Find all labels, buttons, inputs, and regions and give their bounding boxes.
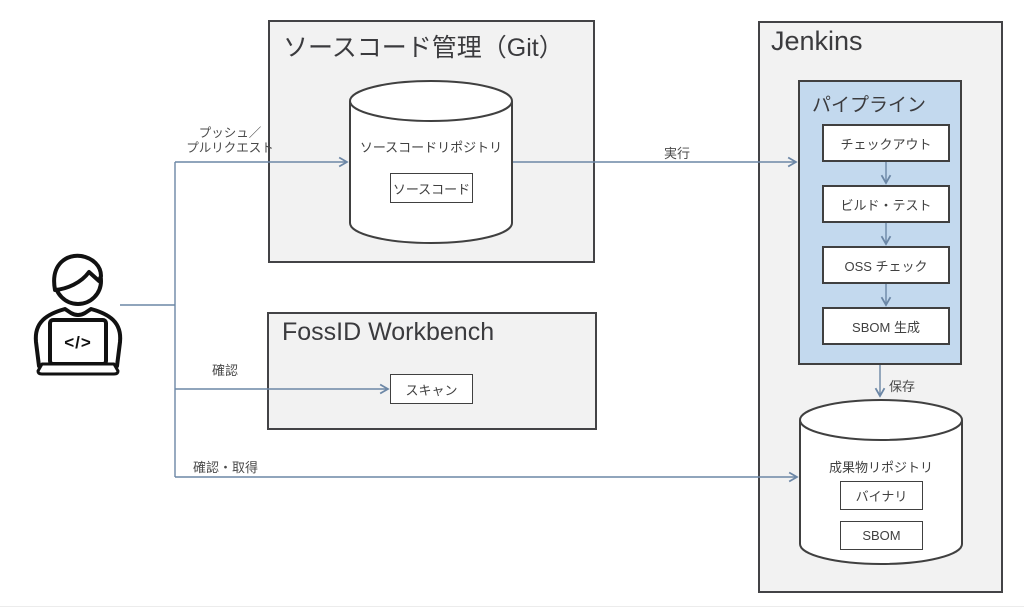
sbom-node: SBOM bbox=[840, 521, 923, 550]
bottom-hairline bbox=[0, 606, 1024, 607]
fossid-container bbox=[267, 312, 597, 430]
git-title: ソースコード管理（Git） bbox=[283, 34, 564, 62]
actor-head bbox=[53, 256, 103, 306]
edge-label-push-pull: プッシュ／ プルリクエスト bbox=[160, 126, 300, 156]
edge-label-execute: 実行 bbox=[663, 146, 690, 161]
scan-node: スキャン bbox=[390, 374, 473, 404]
edge-label-confirm-acquire: 確認・取得 bbox=[193, 460, 259, 475]
step-sbom-gen: SBOM 生成 bbox=[822, 307, 950, 345]
edge-label-save: 保存 bbox=[889, 379, 916, 394]
binary-node: バイナリ bbox=[840, 481, 923, 510]
developer-laptop-icon: </> bbox=[33, 253, 123, 376]
fossid-title: FossID Workbench bbox=[282, 318, 495, 346]
step-checkout: チェックアウト bbox=[822, 124, 950, 162]
edge-label-confirm: 確認 bbox=[212, 363, 239, 378]
source-code-node: ソースコード bbox=[390, 173, 473, 203]
pipeline-title: パイプライン bbox=[812, 95, 927, 116]
laptop-base bbox=[36, 362, 120, 376]
code-glyph: </> bbox=[64, 333, 92, 352]
artifact-repo-label: 成果物リポジトリ bbox=[828, 460, 933, 475]
edge-label-push-pull-line1: プッシュ／ bbox=[198, 126, 262, 140]
edge-label-push-pull-line2: プルリクエスト bbox=[186, 141, 274, 155]
step-build-test: ビルド・テスト bbox=[822, 185, 950, 223]
step-oss-check: OSS チェック bbox=[822, 246, 950, 284]
source-repo-label: ソースコードリポジトリ bbox=[359, 140, 503, 155]
actor-body bbox=[33, 307, 123, 368]
jenkins-title: Jenkins bbox=[771, 26, 863, 56]
laptop-screen bbox=[48, 318, 108, 366]
actor-hair bbox=[52, 253, 103, 292]
